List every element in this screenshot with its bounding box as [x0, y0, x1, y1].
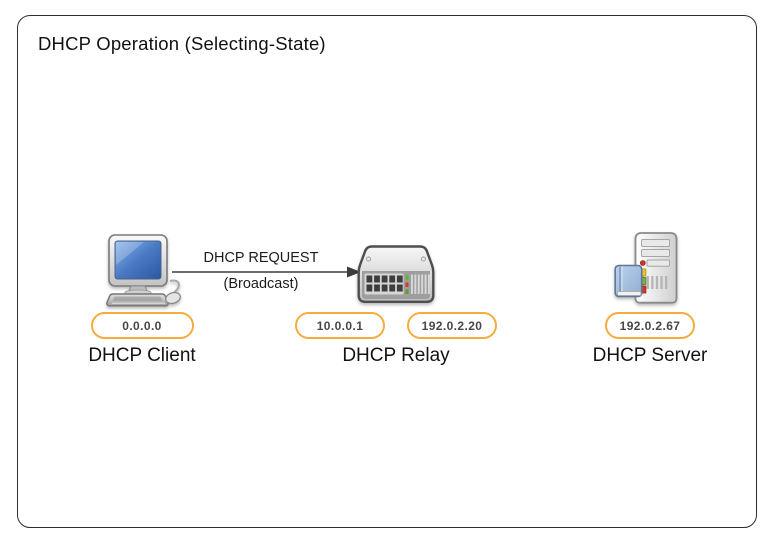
diagram-title: DHCP Operation (Selecting-State) — [38, 33, 326, 54]
server-address-row: 192.0.2.67 — [605, 312, 695, 339]
server-tower-icon — [614, 232, 678, 304]
diagram-frame — [17, 15, 757, 528]
server-icon-box — [614, 232, 686, 309]
desktop-computer-icon — [106, 234, 181, 307]
ip-address: 192.0.2.67 — [619, 318, 681, 333]
client-icon-box — [100, 232, 184, 309]
message-sublabel: (Broadcast) — [223, 276, 299, 292]
ip-address: 10.0.0.1 — [316, 318, 364, 333]
device-label-server: DHCP Server — [592, 345, 708, 366]
device-dhcp-relay: 10.0.0.1 192.0.2.20 DHCP Relay — [293, 232, 499, 367]
ip-address-pill: 0.0.0.0 — [90, 312, 194, 339]
relay-address-row: 10.0.0.1 192.0.2.20 — [295, 312, 497, 339]
ip-address: 0.0.0.0 — [122, 318, 162, 333]
ip-address: 192.0.2.20 — [421, 318, 483, 333]
device-dhcp-client: 0.0.0.0 DHCP Client — [58, 232, 226, 367]
ip-address-pill: 192.0.2.20 — [407, 312, 497, 339]
client-address-row: 0.0.0.0 — [90, 312, 194, 339]
ip-address-pill: 192.0.2.67 — [605, 312, 695, 339]
network-switch-icon — [357, 245, 435, 303]
relay-icon-box — [357, 232, 435, 309]
device-label-relay: DHCP Relay — [342, 345, 450, 366]
device-dhcp-server: 192.0.2.67 DHCP Server — [560, 232, 740, 367]
ip-address-pill: 10.0.0.1 — [295, 312, 385, 339]
device-label-client: DHCP Client — [88, 345, 196, 366]
message-label: DHCP REQUEST — [203, 250, 319, 266]
dhcp-request-arrow-icon — [172, 266, 361, 278]
